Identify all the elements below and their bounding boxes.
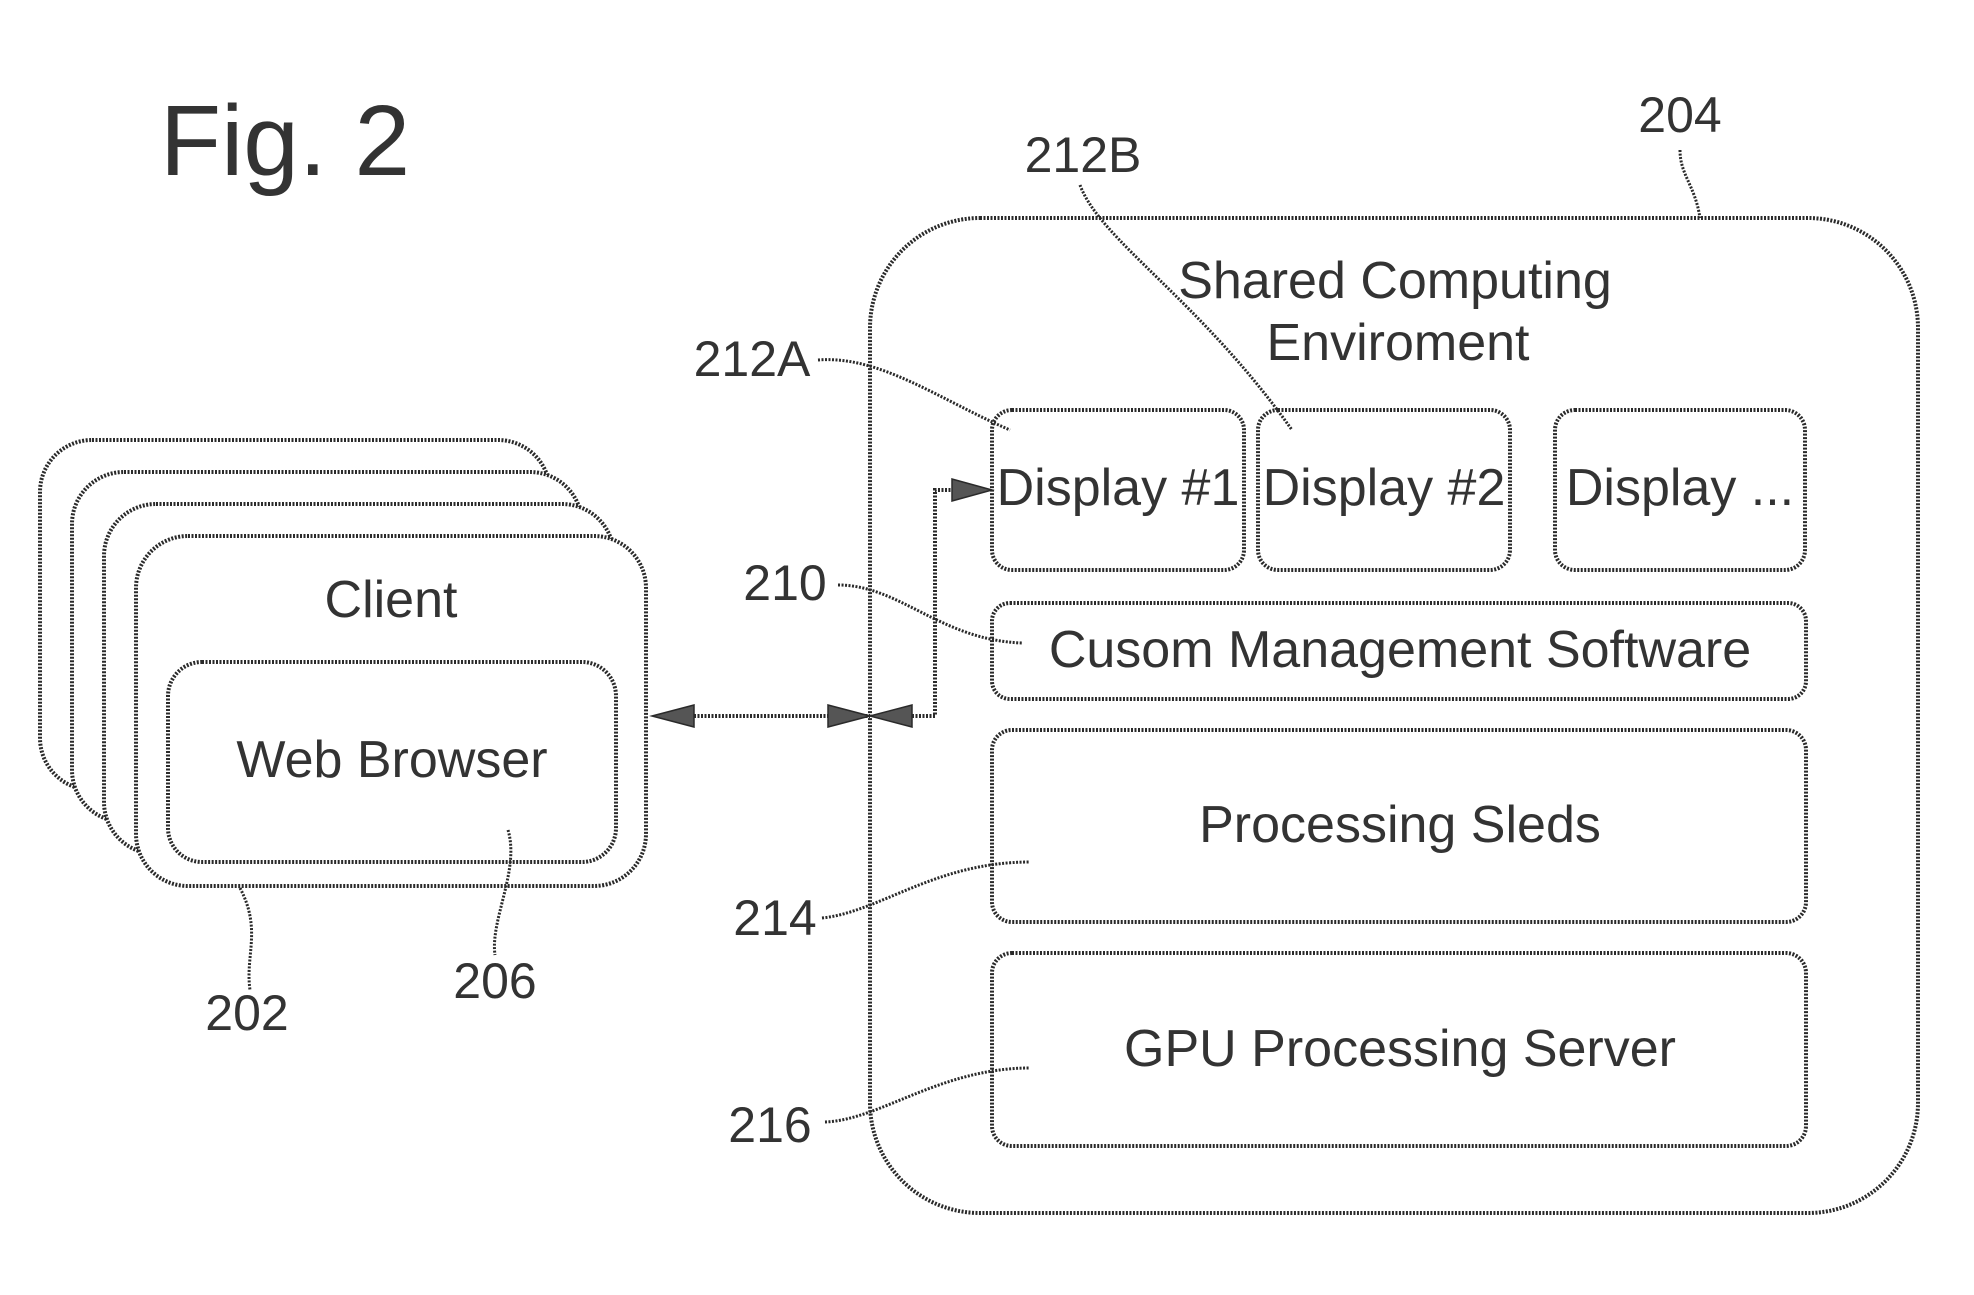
ref-web-browser: 206 xyxy=(453,953,536,1009)
lead-line-client xyxy=(238,887,254,991)
display-2-label: Display #2 xyxy=(1263,459,1506,517)
display-1-label: Display #1 xyxy=(997,459,1240,517)
ref-gpu-server: 216 xyxy=(728,1097,811,1153)
display-more-label: Display ... xyxy=(1566,459,1794,517)
gpu-server-box xyxy=(990,951,1808,1148)
lead-line-processing-sleds xyxy=(821,860,1031,920)
ref-environment: 204 xyxy=(1638,87,1721,143)
arrowhead-client xyxy=(649,704,695,728)
arrowhead-environment-outer xyxy=(827,704,873,728)
reference-lead-lines xyxy=(238,149,1702,1124)
shared-computing-environment: Shared Computing Enviroment Display #1 D… xyxy=(868,216,1920,1215)
display-more-box xyxy=(1553,408,1807,572)
ref-management-software: 210 xyxy=(743,555,826,611)
lead-line-environment xyxy=(1678,149,1702,219)
client-label: Client xyxy=(325,571,458,629)
ref-client: 202 xyxy=(205,985,288,1041)
environment-label-line1: Shared Computing xyxy=(1178,252,1612,310)
arrowhead-display-1 xyxy=(951,478,995,502)
lead-line-management-software xyxy=(837,583,1023,645)
display-2-box xyxy=(1256,408,1512,572)
web-browser-label: Web Browser xyxy=(236,731,547,789)
gpu-server-label: GPU Processing Server xyxy=(1124,1020,1676,1078)
client-environment-connection xyxy=(649,478,995,728)
ref-display-1: 212A xyxy=(694,331,811,387)
management-software-label: Cusom Management Software xyxy=(1049,621,1751,679)
figure-title: Fig. 2 xyxy=(160,85,410,197)
processing-sleds-box xyxy=(990,728,1808,924)
lead-line-display-1 xyxy=(817,358,1011,432)
web-browser-box xyxy=(166,660,618,864)
environment-label-line2: Enviroment xyxy=(1267,314,1531,372)
connection-branch-line xyxy=(912,488,955,718)
ref-display-2: 212B xyxy=(1025,127,1142,183)
management-software-box xyxy=(990,601,1808,701)
client-stack: Client Web Browser xyxy=(38,438,648,888)
lead-line-display-2 xyxy=(1078,184,1294,431)
ref-processing-sleds: 214 xyxy=(733,890,816,946)
processing-sleds-label: Processing Sleds xyxy=(1199,796,1601,854)
